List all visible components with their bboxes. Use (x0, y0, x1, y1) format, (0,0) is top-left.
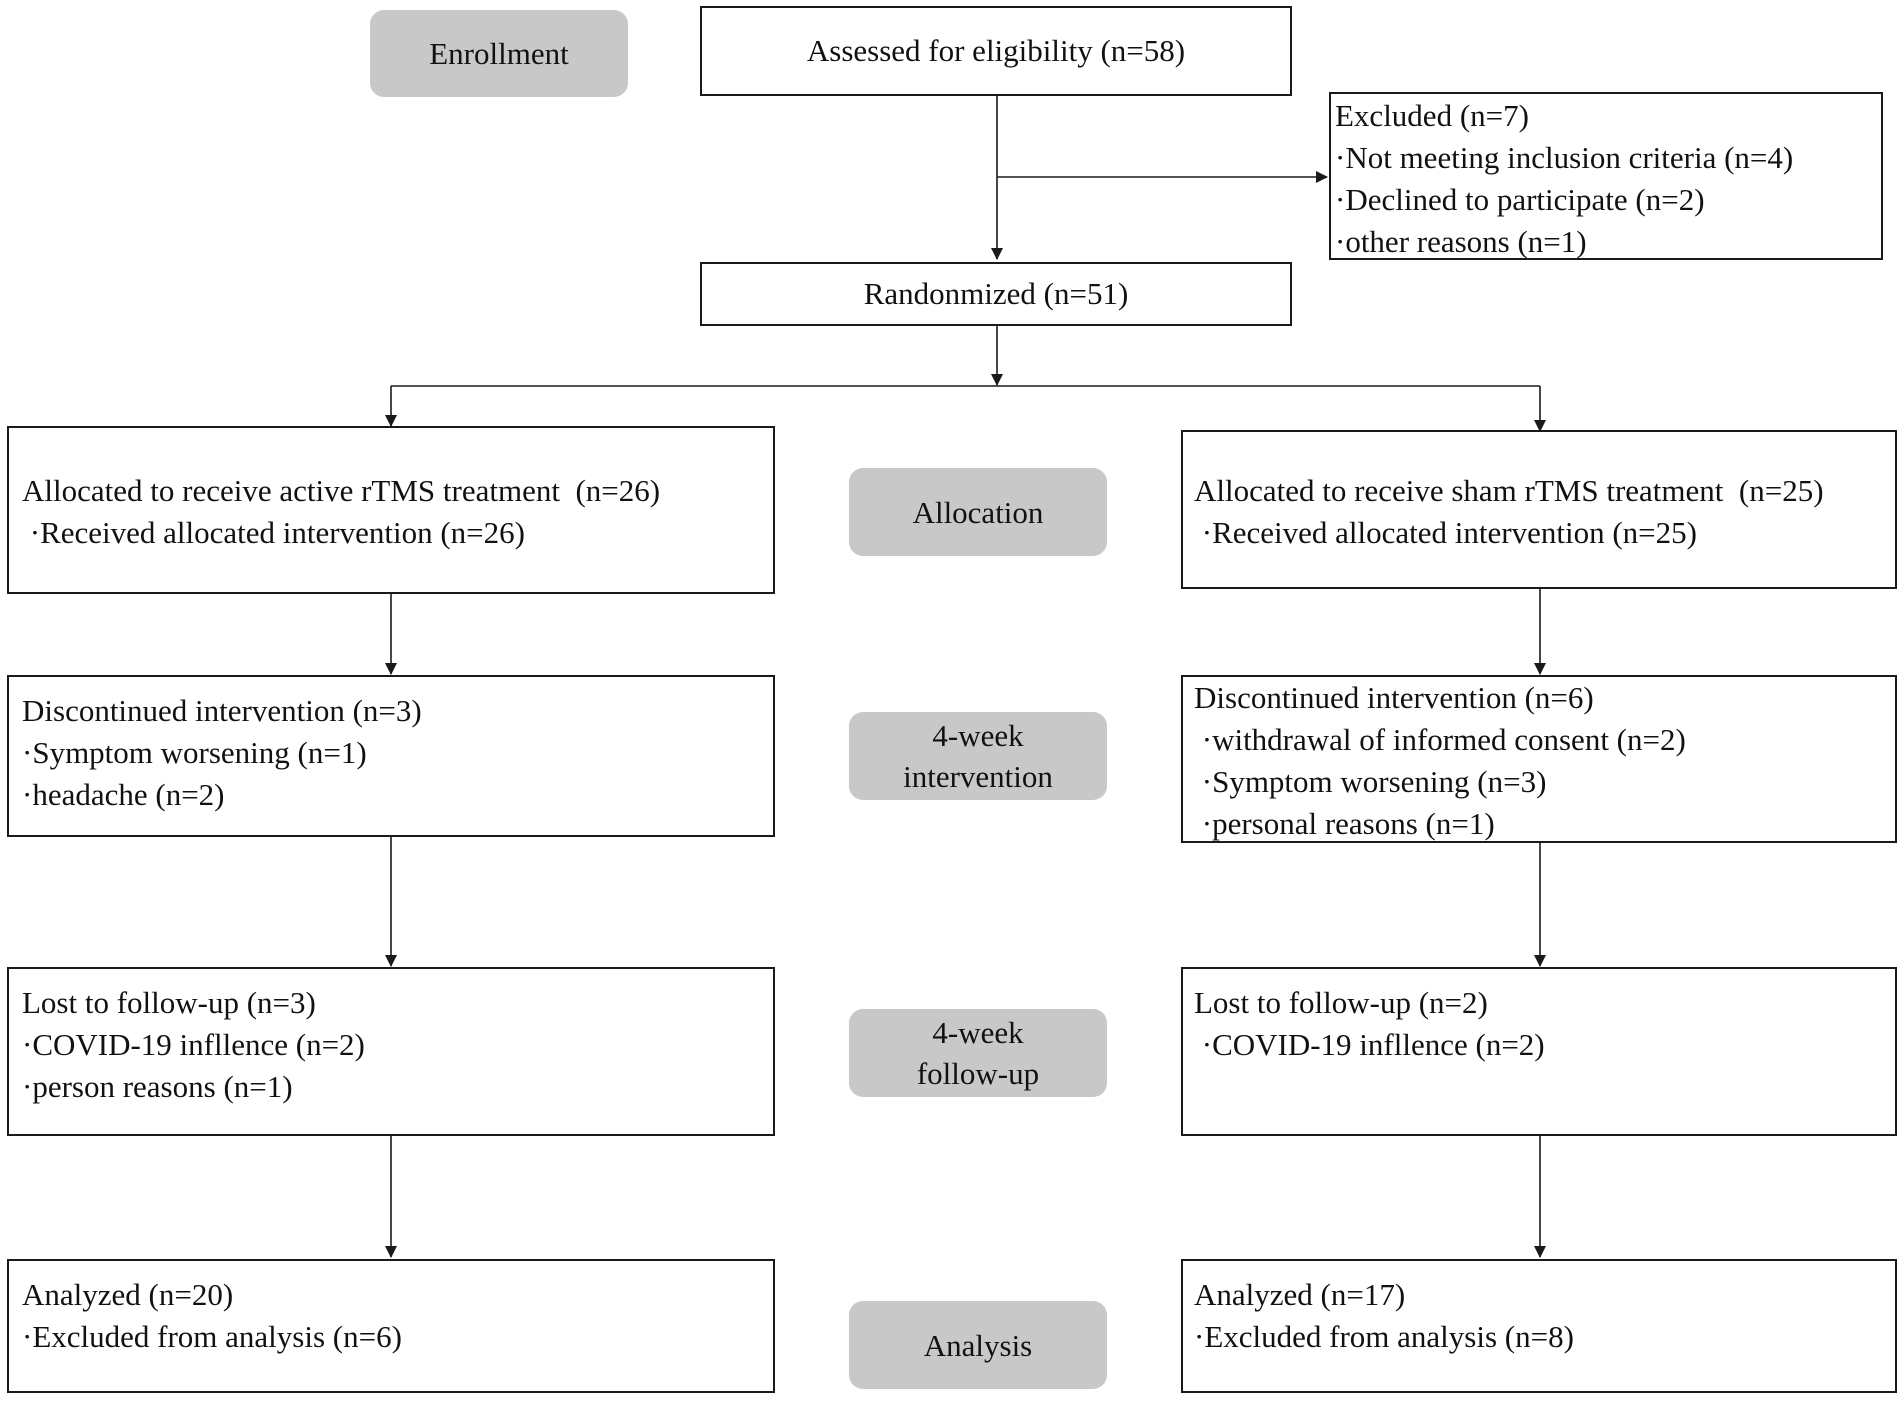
active-discontinued-item: ·headache (n=2) (22, 777, 225, 812)
sham-allocation-box: Allocated to receive sham rTMS treatment… (1181, 430, 1897, 589)
stage-followup-line2: follow-up (916, 1056, 1040, 1091)
sham-discontinued-item: ·withdrawal of informed consent (n=2) (1194, 722, 1686, 757)
active-allocation-title: Allocated to receive active rTMS treatme… (22, 473, 661, 508)
active-analyzed-box: Analyzed (n=20) ·Excluded from analysis … (7, 1259, 775, 1393)
active-discontinued-box: Discontinued intervention (n=3) ·Symptom… (7, 675, 775, 837)
excluded-item: ·other reasons (n=1) (1335, 224, 1587, 259)
assessed-box: Assessed for eligibility (n=58) (700, 6, 1292, 96)
sham-analyzed-item: ·Excluded from analysis (n=8) (1194, 1319, 1574, 1354)
assessed-text: Assessed for eligibility (n=58) (806, 33, 1186, 68)
stage-intervention-line2: intervention (903, 759, 1053, 794)
excluded-box: Excluded (n=7) ·Not meeting inclusion cr… (1329, 92, 1883, 260)
stage-intervention: 4-week intervention (849, 712, 1107, 800)
randomized-box: Randonmized (n=51) (700, 262, 1292, 326)
stage-enrollment: Enrollment (370, 10, 628, 97)
sham-analyzed-box: Analyzed (n=17) ·Excluded from analysis … (1181, 1259, 1897, 1393)
excluded-item: ·Not meeting inclusion criteria (n=4) (1335, 140, 1794, 175)
sham-discontinued-title: Discontinued intervention (n=6) (1194, 680, 1594, 715)
sham-discontinued-item: ·personal reasons (n=1) (1194, 806, 1495, 841)
stage-allocation-label: Allocation (912, 494, 1044, 530)
excluded-title: Excluded (n=7) (1335, 98, 1529, 133)
stage-analysis-label: Analysis (923, 1327, 1033, 1363)
active-discontinued-item: ·Symptom worsening (n=1) (22, 735, 367, 770)
active-lost-item: ·COVID-19 infllence (n=2) (22, 1027, 365, 1062)
stage-intervention-line1: 4-week (932, 718, 1024, 753)
active-allocation-box: Allocated to receive active rTMS treatme… (7, 426, 775, 594)
sham-analyzed-title: Analyzed (n=17) (1194, 1277, 1406, 1312)
stage-enrollment-label: Enrollment (429, 36, 569, 71)
sham-allocation-item: ·Received allocated intervention (n=25) (1194, 515, 1697, 550)
sham-discontinued-box: Discontinued intervention (n=6) ·withdra… (1181, 675, 1897, 843)
sham-discontinued-item: ·Symptom worsening (n=3) (1194, 764, 1547, 799)
stage-analysis: Analysis (849, 1301, 1107, 1389)
active-lost-item: ·person reasons (n=1) (22, 1069, 293, 1104)
sham-lost-title: Lost to follow-up (n=2) (1194, 985, 1488, 1020)
active-lost-box: Lost to follow-up (n=3) ·COVID-19 inflle… (7, 967, 775, 1136)
active-analyzed-item: ·Excluded from analysis (n=6) (22, 1319, 402, 1354)
sham-lost-box: Lost to follow-up (n=2) ·COVID-19 inflle… (1181, 967, 1897, 1136)
sham-allocation-title: Allocated to receive sham rTMS treatment… (1194, 473, 1824, 508)
active-lost-title: Lost to follow-up (n=3) (22, 985, 316, 1020)
sham-lost-item: ·COVID-19 infllence (n=2) (1194, 1027, 1545, 1062)
stage-followup-line1: 4-week (932, 1015, 1024, 1050)
stage-allocation: Allocation (849, 468, 1107, 556)
randomized-text: Randonmized (n=51) (863, 276, 1129, 311)
stage-followup: 4-week follow-up (849, 1009, 1107, 1097)
active-allocation-item: ·Received allocated intervention (n=26) (22, 515, 525, 550)
active-discontinued-title: Discontinued intervention (n=3) (22, 693, 422, 728)
excluded-item: ·Declined to participate (n=2) (1335, 182, 1705, 217)
active-analyzed-title: Analyzed (n=20) (22, 1277, 234, 1312)
